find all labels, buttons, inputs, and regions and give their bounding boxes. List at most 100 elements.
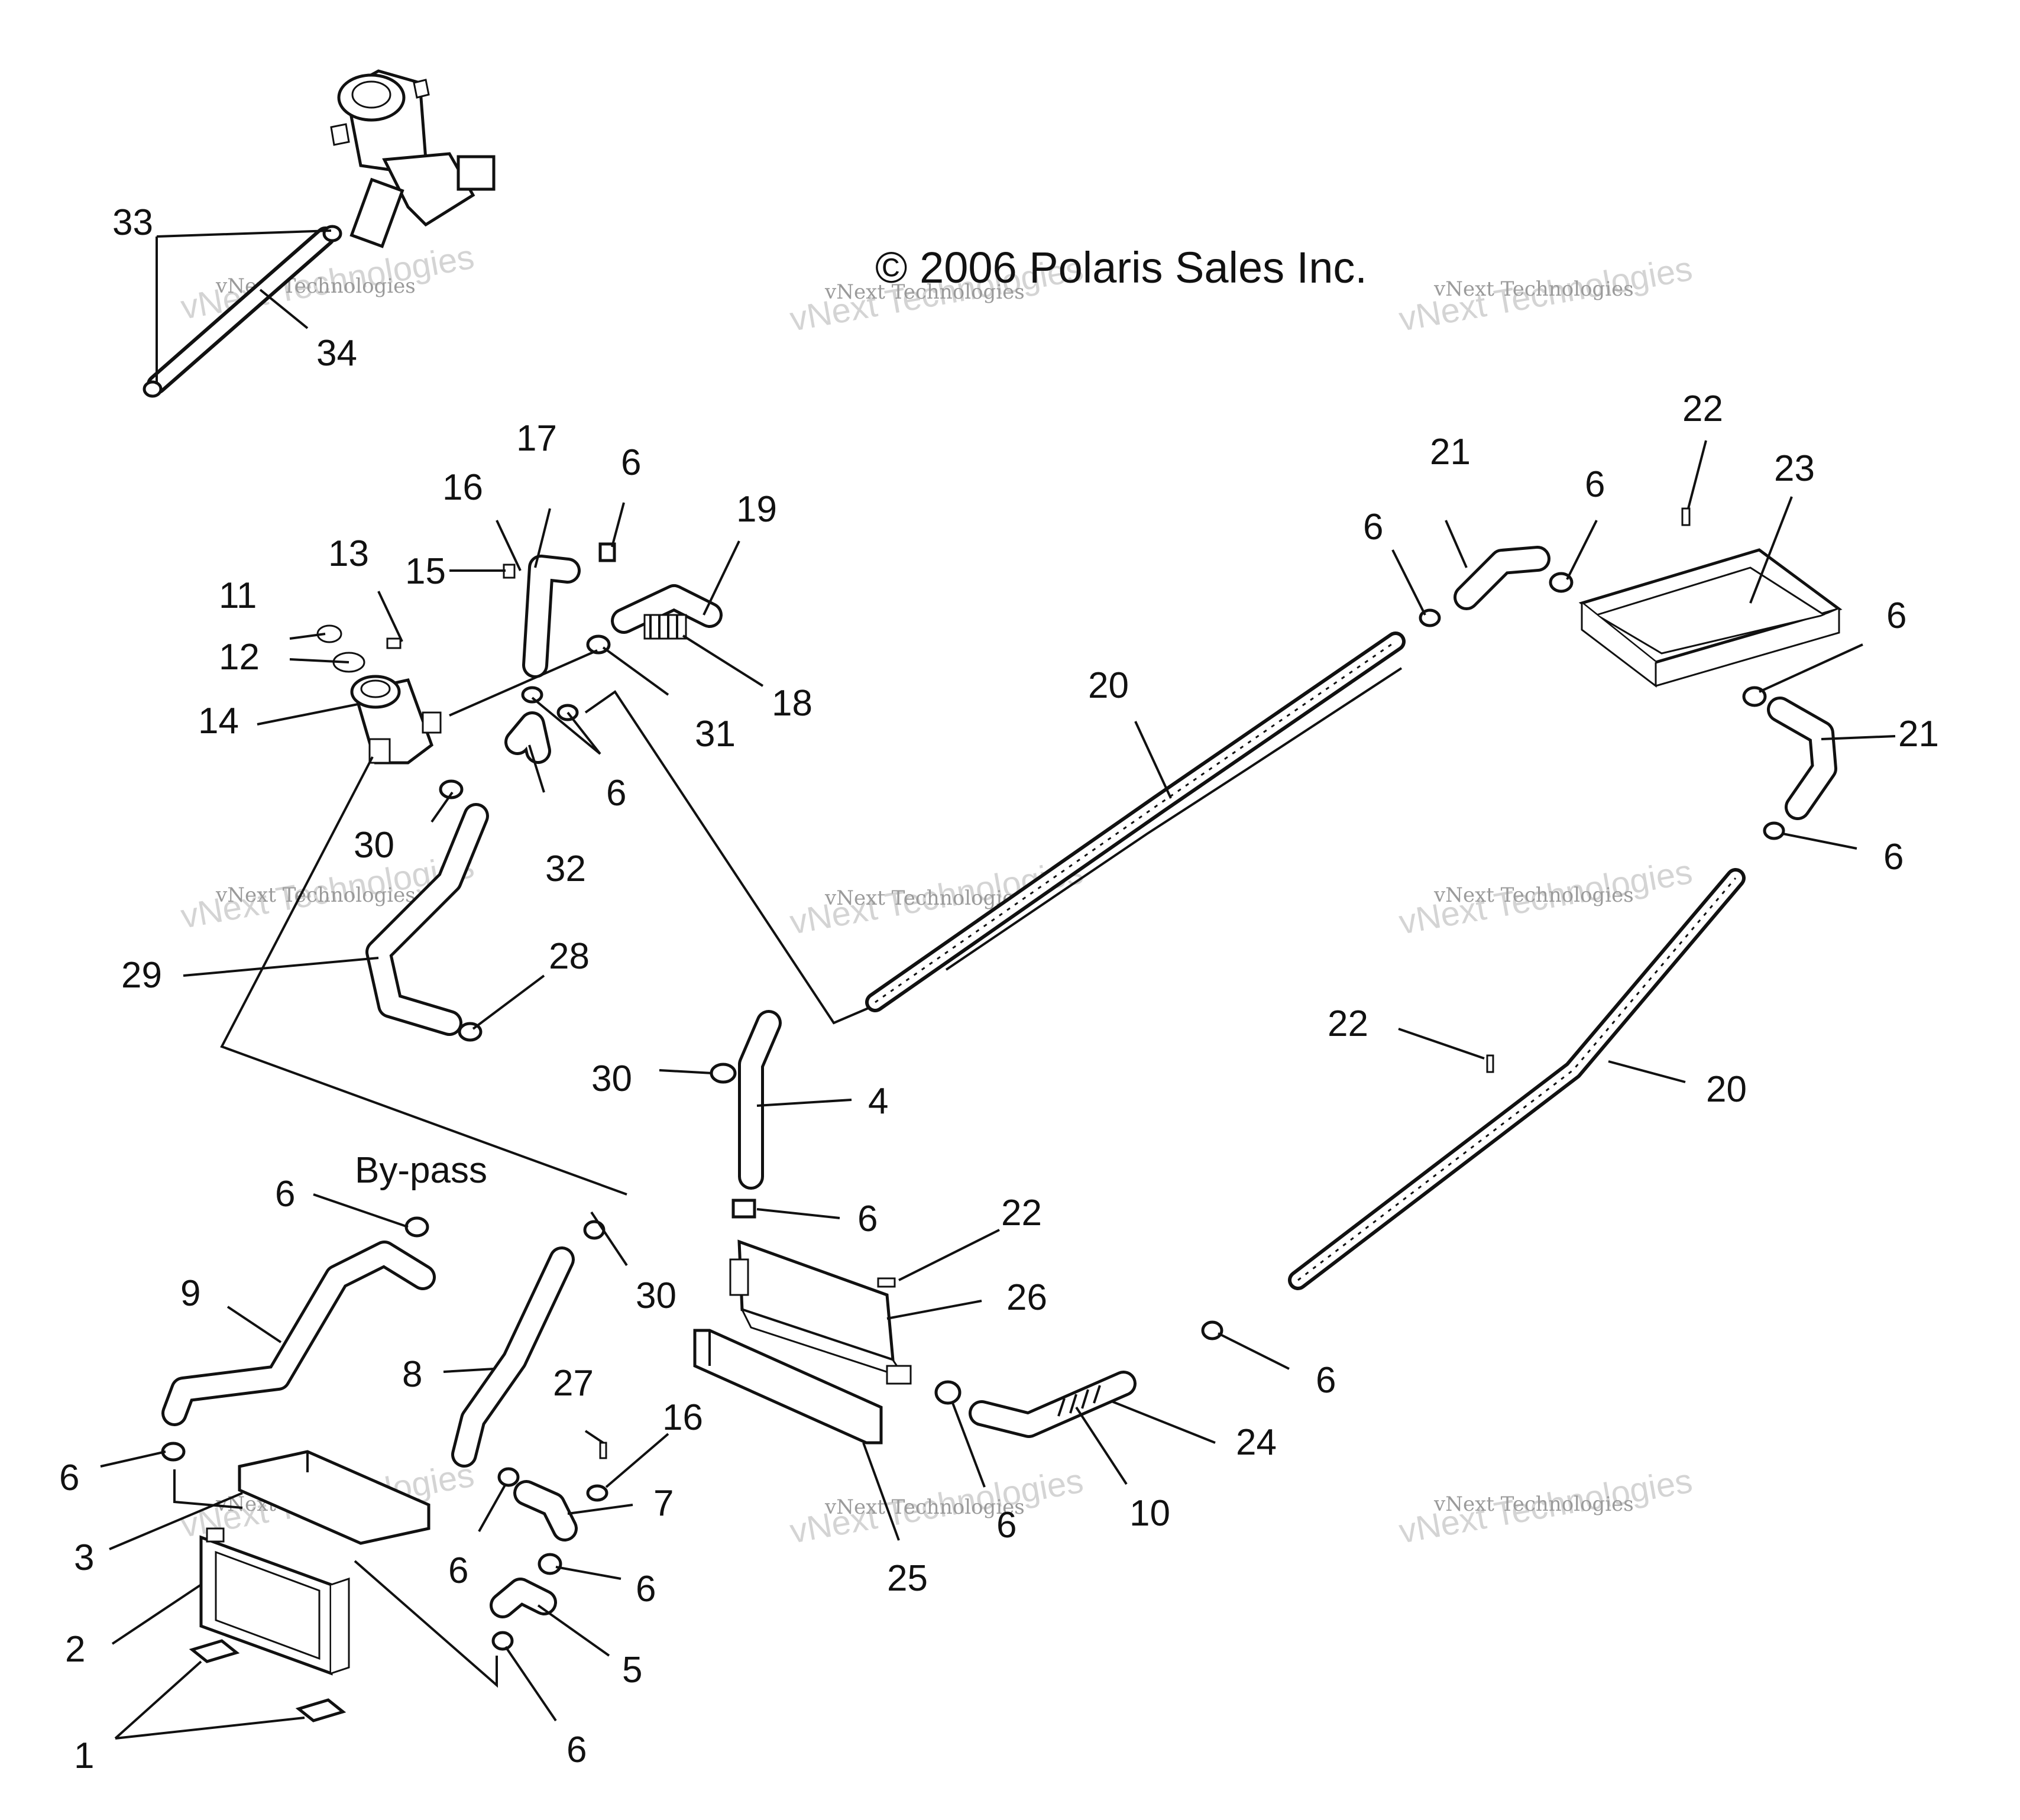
part-6-clamp [934,1380,962,1405]
callout-labels: 33 34 13 16 17 6 19 15 11 12 14 18 31 6 … [59,202,1939,1776]
part-1-pad [189,1639,240,1663]
part-8-hose [451,1246,575,1468]
callout-31: 31 [695,714,736,754]
part-16-clamp [586,1484,608,1502]
part-30-clamp [439,779,464,799]
callout-4: 4 [868,1081,888,1122]
part-27-screw [599,1442,607,1459]
part-6-clamp [538,1553,562,1575]
part-3-bracket [238,1450,430,1545]
part-20-pipe-lower [1288,868,1746,1290]
watermark-text: vNext Technologies [1433,1492,1634,1516]
callout-6: 6 [1883,837,1904,877]
part-13-clip [386,637,402,649]
part-6-clamp [1201,1320,1223,1340]
part-6-clamp [491,1631,514,1651]
leader-lines [100,229,1896,1740]
callout-6: 6 [1363,507,1383,548]
bypass-annotation: By-pass [355,1150,487,1191]
part-2-oil-cooler [199,1527,350,1676]
callout-18: 18 [772,683,812,724]
watermark-text: vNext Technologies [824,1495,1025,1519]
part-5-elbow [490,1578,557,1618]
callout-16: 16 [442,467,483,508]
callout-21: 21 [1430,432,1471,472]
callout-20: 20 [1706,1069,1747,1110]
part-33-cap-upper [322,225,342,242]
callout-11: 11 [219,575,257,616]
watermark-text: vNext Technologies [215,883,416,907]
part-23-radiator [1578,548,1843,688]
callout-2: 2 [65,1629,85,1670]
callout-6: 6 [1316,1360,1336,1401]
callout-19: 19 [736,489,777,530]
callout-23: 23 [1774,448,1815,489]
part-6-clamp [1763,821,1785,840]
part-1-pad [295,1698,347,1722]
connector-line [354,1560,498,1688]
part-24-hose [969,1371,1137,1438]
callout-30: 30 [636,1275,676,1316]
part-26-cooler [729,1239,912,1385]
part-9-hose [161,1241,436,1426]
callout-32: 32 [545,849,586,889]
callout-29: 29 [121,955,162,996]
part-22-screw [1486,1054,1494,1073]
callout-13: 13 [328,533,369,574]
connector-line [220,756,627,1196]
callout-6: 6 [59,1458,79,1498]
callout-25: 25 [887,1558,928,1599]
part-7-hose [513,1480,578,1542]
callout-16: 16 [662,1397,703,1438]
callout-20: 20 [1088,665,1129,706]
callout-22: 22 [1328,1003,1368,1044]
watermark-text: vNext Technologies [1433,883,1634,907]
watermark-text: vNext Technologies [1433,277,1634,301]
part-22-screw [1681,507,1691,526]
callout-10: 10 [1129,1493,1170,1534]
copyright-text: © 2006 Polaris Sales Inc. [875,243,1367,292]
callout-30: 30 [354,825,394,866]
callout-12: 12 [219,637,260,678]
callout-33: 33 [112,202,153,243]
callout-6: 6 [1585,464,1605,505]
callout-6: 6 [448,1550,468,1591]
callout-6: 6 [636,1569,656,1609]
part-32-elbow [504,711,551,764]
watermark-text: vNext Technologies [824,280,1025,304]
part-6-clamp [731,1199,756,1219]
part-34-rod [147,226,335,394]
callout-28: 28 [549,936,590,977]
part-17-hose [522,555,581,678]
part-30-clamp [710,1063,737,1084]
callout-6: 6 [621,442,641,483]
callout-5: 5 [622,1650,642,1691]
callout-7: 7 [653,1483,674,1524]
callout-22: 22 [1001,1193,1042,1233]
callout-6: 6 [857,1199,878,1239]
callout-34: 34 [316,333,357,374]
part-6-clamp [497,1467,520,1487]
part-4-hose [738,1010,782,1190]
part-20-pipe-upper [865,632,1406,1012]
part-6-clamp [161,1442,186,1462]
callout-17: 17 [516,418,557,459]
callout-26: 26 [1006,1277,1047,1318]
callout-6: 6 [1886,595,1906,636]
part-30-clamp [583,1220,606,1240]
part-33-cap-lower [143,380,163,398]
part-29-hose [365,803,489,1036]
callout-24: 24 [1236,1422,1277,1463]
part-21-hose-lower [1767,697,1837,820]
callout-6: 6 [566,1730,587,1770]
watermark-text: vNext Technologies [824,886,1025,910]
callout-8: 8 [402,1354,422,1395]
part-18-spring [643,614,687,640]
callout-6: 6 [606,773,626,814]
callout-21: 21 [1898,714,1939,754]
part-6-clamp [1549,572,1574,593]
callout-6: 6 [275,1174,295,1215]
part-6-clamp [404,1216,429,1238]
